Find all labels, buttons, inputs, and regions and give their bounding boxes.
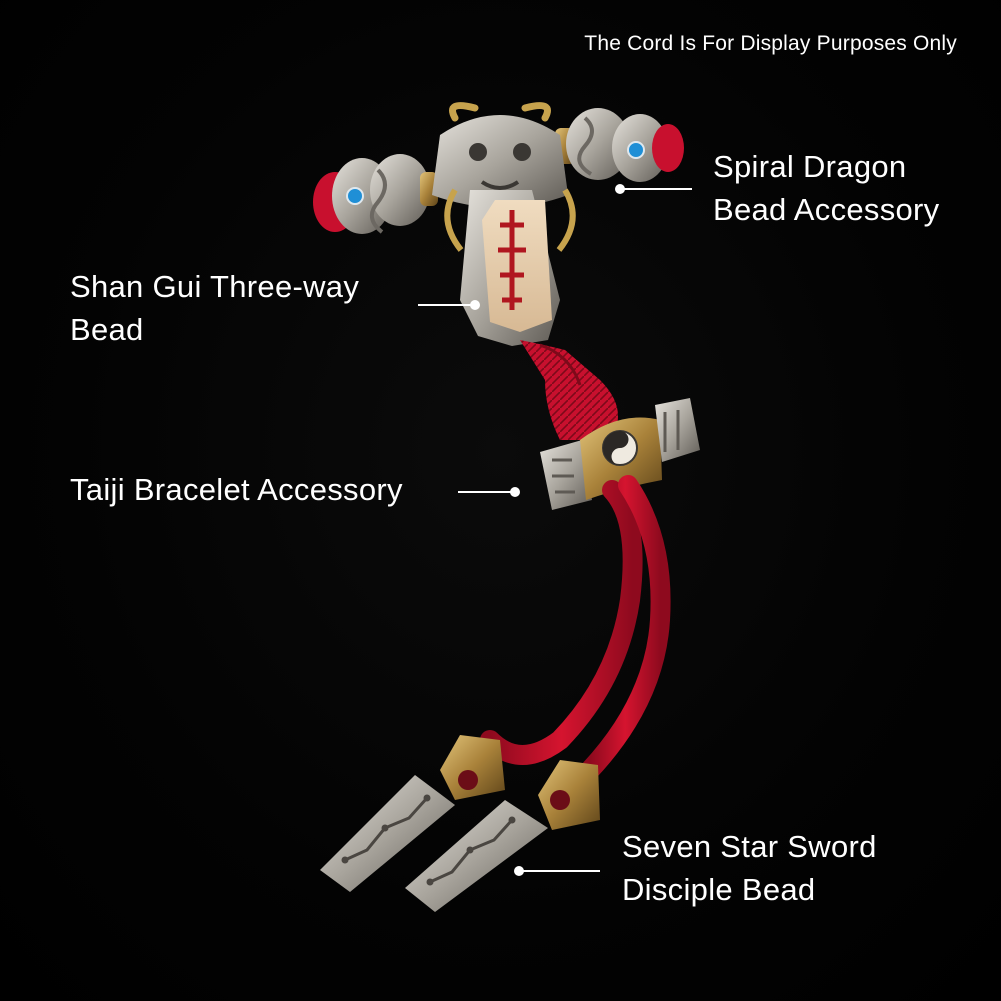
seven-star-sword-bead-right [405, 760, 600, 912]
spiral-dragon-label: Spiral Dragon Bead Accessory [713, 145, 939, 231]
spiral-dragon-leader-line [624, 188, 692, 190]
taiji-callout-dot [510, 487, 520, 497]
cord-knot-upper [520, 340, 618, 440]
taiji-label-line1: Taiji Bracelet Accessory [70, 472, 403, 507]
shan-gui-label-line1: Shan Gui Three-way [70, 269, 360, 304]
spiral-dragon-label-line1: Spiral Dragon [713, 149, 907, 184]
shan-gui-three-way-bead [432, 102, 576, 346]
taiji-bracelet-accessory [540, 398, 700, 510]
taiji-leader-line [458, 491, 514, 493]
spiral-dragon-label-line2: Bead Accessory [713, 192, 940, 227]
taiji-label: Taiji Bracelet Accessory [70, 468, 403, 511]
spiral-dragon-callout-dot [615, 184, 625, 194]
shan-gui-label: Shan Gui Three-way Bead [70, 265, 359, 351]
red-cord-strands [480, 475, 671, 780]
shan-gui-callout-dot [470, 300, 480, 310]
shan-gui-leader-line [418, 304, 474, 306]
spiral-dragon-bead-left [313, 154, 438, 234]
seven-star-sword-callout-dot [514, 866, 524, 876]
seven-star-sword-label: Seven Star Sword Disciple Bead [622, 825, 877, 911]
seven-star-sword-label-line2: Disciple Bead [622, 872, 816, 907]
seven-star-sword-bead-left [320, 735, 505, 892]
seven-star-sword-leader-line [522, 870, 600, 872]
seven-star-sword-label-line1: Seven Star Sword [622, 829, 877, 864]
display-notice: The Cord Is For Display Purposes Only [584, 32, 957, 55]
spiral-dragon-bead-right [555, 108, 684, 182]
shan-gui-label-line2: Bead [70, 312, 144, 347]
